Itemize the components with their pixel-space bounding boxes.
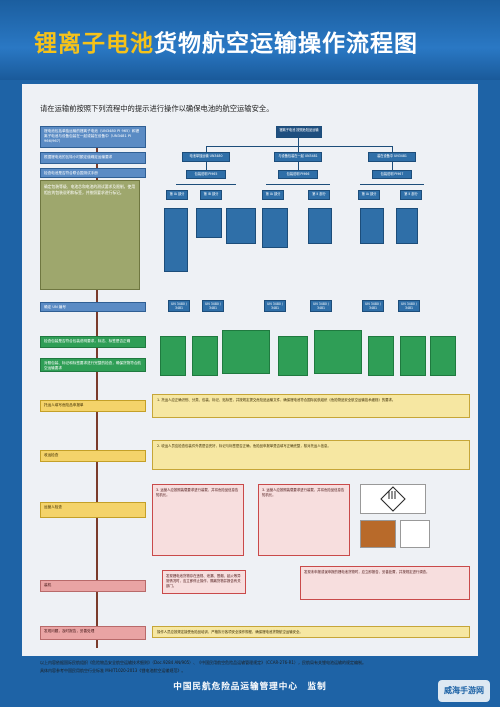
- detail-box: [196, 208, 222, 238]
- detail-box: [262, 208, 288, 248]
- un-node: UN 3480 / 3481: [362, 300, 384, 312]
- step-10: 运营人检查: [40, 502, 146, 518]
- shipper-instructions: 1. 托运人应正确识别、分类、包装、标记、贴标签，并按规定提交危险品运输文件，确…: [152, 394, 470, 418]
- footer-producer: 中国民航危险品运输管理中心 监制: [173, 682, 327, 692]
- lithium-mark-icon: [400, 520, 430, 548]
- step-6: 检查包装是否符合包装说明要求，标志、标签是否正确: [40, 336, 146, 348]
- step-7: 对照包装、标记和标签要求进行完整的检查，确保货物符合航空运输要求: [40, 358, 146, 372]
- connector: [392, 146, 393, 152]
- connector: [176, 184, 236, 185]
- branch-node-2: 与设备包装在一起 UN3481: [274, 152, 322, 162]
- part-node: 第 IA 部分: [358, 190, 380, 200]
- incident-box-left: 发现锂电池货物存在违规、泄漏、冒烟、起火等异常情况时，应立即停止操作，隔离货物并…: [162, 570, 246, 594]
- section-node-2: 包装说明 PI966: [278, 170, 318, 179]
- section-node-1: 包装说明 PI965: [186, 170, 226, 179]
- green-detail: [222, 330, 270, 374]
- operator-check-box-1: 3. 运营人应按照装载要求进行装载，并将危险品信息告知机长。: [152, 484, 244, 556]
- intro-text: 请在运输前按照下列流程中的提示进行操作以确保电池的航空运输安全。: [40, 104, 274, 113]
- green-detail: [278, 336, 308, 376]
- legal-line-2: 具体内容参考中国民用航空行业标准 MH/T1020-2013《锂电池航空运输规范…: [40, 668, 186, 673]
- step-12: 发现问题，及时报告，妥善处理: [40, 626, 146, 640]
- detail-box: [164, 208, 188, 272]
- legal-line-1: 以上内容依据国际民航组织《危险物品安全航空运输技术细则》（Doc.9284 AN…: [40, 660, 366, 665]
- left-flow-line: [96, 128, 98, 648]
- connector: [298, 138, 299, 146]
- step-11: 装机: [40, 580, 146, 592]
- page-title: 锂离子电池货物航空运输操作流程图: [34, 31, 418, 57]
- watermark-badge: 威海手游网: [438, 680, 490, 702]
- step-8: 托运人填写危险品申报单: [40, 400, 146, 412]
- section-node-3: 包装说明 PI967: [372, 170, 412, 179]
- flow-top-node: 锂离子电池 按照危险品运输: [276, 126, 322, 138]
- acceptance-instructions: 2. 收运人员应检查包装件外表是否完好，标记与标签是否正确，危险品申报单是否填写…: [152, 440, 470, 470]
- battery-photo: [360, 520, 396, 548]
- branch-node-3: 装在设备中 UN3481: [368, 152, 416, 162]
- header-banner: 锂离子电池货物航空运输操作流程图: [0, 0, 500, 80]
- step-5: 确定 UN 编号: [40, 302, 146, 312]
- step-4-packing-box: 确定包装等级、电池芯和电池的测试要求及限制，使用相应的包装说明和标签，并按照要求…: [40, 180, 140, 290]
- connector: [266, 184, 330, 185]
- final-note: 操作人员应按规定接受危险品培训，严格执行各项安全操作规程，确保锂电池货物航空运输…: [152, 626, 470, 638]
- incident-box-right: 发现未申报或误申报的锂电池货物时，应立即报告，妥善处置，并按规定进行调查。: [300, 566, 470, 600]
- connector: [360, 184, 424, 185]
- connector: [206, 146, 207, 152]
- green-detail: [400, 336, 426, 376]
- green-detail: [430, 336, 456, 376]
- part-node: 第 II 部分: [400, 190, 422, 200]
- step-1: 锂电池包括单独运输的锂离子电池（UN3480 PI 965）和锂离子电池与设备包…: [40, 126, 146, 148]
- branch-node-1: 电池单独运输 UN3480: [182, 152, 230, 162]
- green-detail: [314, 330, 362, 374]
- un-node: UN 3480 / 3481: [168, 300, 190, 312]
- detail-box: [360, 208, 384, 244]
- green-detail: [368, 336, 394, 376]
- operator-check-box-2: 3. 运营人应按照装载要求进行装载，并将危险品信息告知机长。: [258, 484, 350, 556]
- hazard-label-image: [360, 484, 426, 514]
- part-node: 第 IA 部分: [262, 190, 284, 200]
- connector: [392, 162, 393, 170]
- step-9: 收运检查: [40, 450, 146, 462]
- un-node: UN 3480 / 3481: [310, 300, 332, 312]
- connector: [298, 162, 299, 170]
- part-node: 第 IA 部分: [166, 190, 188, 200]
- green-detail: [192, 336, 218, 376]
- step-2: 根据锂电池的瓦特小时额定值确定运输要求: [40, 152, 146, 164]
- un-node: UN 3480 / 3481: [398, 300, 420, 312]
- un-node: UN 3480 / 3481: [202, 300, 224, 312]
- detail-box: [396, 208, 418, 244]
- part-node: 第 II 部分: [308, 190, 330, 200]
- step-3: 检查电池是否符合联合国测试手册: [40, 168, 146, 178]
- part-node: 第 IB 部分: [200, 190, 222, 200]
- connector: [206, 146, 392, 147]
- un-node: UN 3480 / 3481: [264, 300, 286, 312]
- detail-box: [308, 208, 332, 244]
- connector: [298, 146, 299, 152]
- detail-box: [226, 208, 256, 244]
- green-detail: [160, 336, 186, 376]
- class9-label-icon: [380, 486, 406, 512]
- connector: [206, 162, 207, 170]
